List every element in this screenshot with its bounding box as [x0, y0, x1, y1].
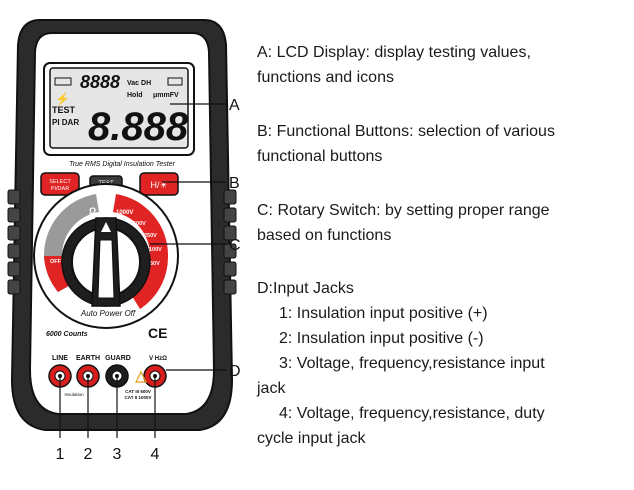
jack-label-guard: GUARD — [105, 355, 131, 362]
counts-label: 6000 Counts — [46, 331, 88, 338]
lcd-vdc: Vac DH — [127, 80, 151, 87]
description-c-line2: based on functions — [257, 227, 392, 244]
warning-triangle-icon — [135, 370, 147, 383]
jack-number-1: 1 — [56, 446, 65, 463]
callout-d: D — [229, 363, 241, 380]
rotary-switch[interactable]: OFF Ω 1000V 500V 250V 100V 50V — [33, 183, 179, 329]
lcd-test: TEST — [52, 105, 76, 115]
dial-knob-pointer — [101, 222, 111, 232]
description-a-line2: functions and icons — [257, 69, 394, 86]
jack-label-earth: EARTH — [76, 355, 100, 362]
dial-red-arc — [113, 194, 169, 309]
callout-a: A — [229, 97, 240, 114]
callout-lines — [59, 103, 226, 438]
description-d-item3-line1: 3: Voltage, frequency,resistance input — [279, 355, 545, 372]
description-b: B: Functional Buttons: selection of vari… — [257, 119, 627, 169]
lcd-battery-icon — [167, 77, 183, 86]
lcd-hold: Hold — [127, 92, 143, 99]
lcd-screen — [49, 67, 189, 149]
ce-mark: CE — [148, 325, 167, 341]
description-d-item1: 1: Insulation input positive (+) — [279, 305, 488, 322]
description-d-item3-line2: jack — [257, 380, 286, 397]
description-d-item4-line1: 4: Voltage, frequency,resistance, duty — [279, 405, 545, 422]
lcd-pi-dar: PI DAR — [52, 118, 79, 127]
svg-text:PI/DAR: PI/DAR — [51, 186, 69, 192]
dial-ohm: Ω — [89, 206, 96, 216]
select-pi-dar-button[interactable]: SELECT PI/DAR — [40, 172, 80, 196]
side-grip-left — [7, 189, 21, 295]
dial-off: OFF — [50, 259, 62, 265]
jack-number-4: 4 — [151, 446, 160, 463]
jack-label-line: LINE — [52, 355, 68, 362]
description-c: C: Rotary Switch: by setting proper rang… — [257, 198, 627, 248]
description-a-line1: A: LCD Display: display testing values, — [257, 44, 531, 61]
svg-text:H/☀: H/☀ — [150, 180, 167, 190]
hold-backlight-button[interactable]: H/☀ — [139, 172, 179, 196]
lcd-auto-icon — [54, 77, 72, 86]
svg-text:SELECT: SELECT — [49, 179, 71, 185]
jack-number-2: 2 — [84, 446, 93, 463]
side-grip-right — [223, 189, 237, 295]
cat-line2: CAT II 1000V — [125, 395, 152, 400]
lcd-bolt-icon: ⚡ — [55, 92, 70, 106]
dial-100v: 100V — [149, 247, 162, 253]
dial-50v: 50V — [150, 261, 160, 267]
insulation-label: Insulation — [64, 392, 84, 397]
description-d-item4-line2: cycle input jack — [257, 430, 366, 447]
description-d-title: D:Input Jacks — [257, 280, 354, 297]
description-b-line1: B: Functional Buttons: selection of vari… — [257, 123, 555, 140]
auto-power-off-label: Auto Power Off — [80, 309, 136, 318]
description-c-line1: C: Rotary Switch: by setting proper rang… — [257, 202, 550, 219]
dial-250v: 250V — [144, 233, 157, 239]
jack-number-3: 3 — [113, 446, 122, 463]
description-a: A: LCD Display: display testing values, … — [257, 40, 627, 90]
callout-c: C — [229, 237, 241, 254]
model-text: True RMS Digital Insulation Tester — [69, 161, 175, 168]
cat-line1: CAT III 600V — [125, 389, 151, 394]
dial-500v: 500V — [133, 221, 146, 227]
callout-b: B — [229, 175, 240, 192]
description-d-item2: 2: Insulation input positive (-) — [279, 330, 484, 347]
dial-1000v: 1000V — [116, 210, 133, 216]
description-d: D:Input Jacks 1: Insulation input positi… — [257, 276, 627, 451]
dial-knob-groove — [97, 239, 115, 299]
lcd-small-digits: 8888 — [80, 72, 120, 92]
description-b-line2: functional buttons — [257, 148, 383, 165]
lcd-large-digits: 8.888 — [88, 105, 189, 149]
jack-label-vhz: V HzΩ — [149, 356, 167, 362]
lcd-units: μmmFV — [153, 92, 179, 99]
